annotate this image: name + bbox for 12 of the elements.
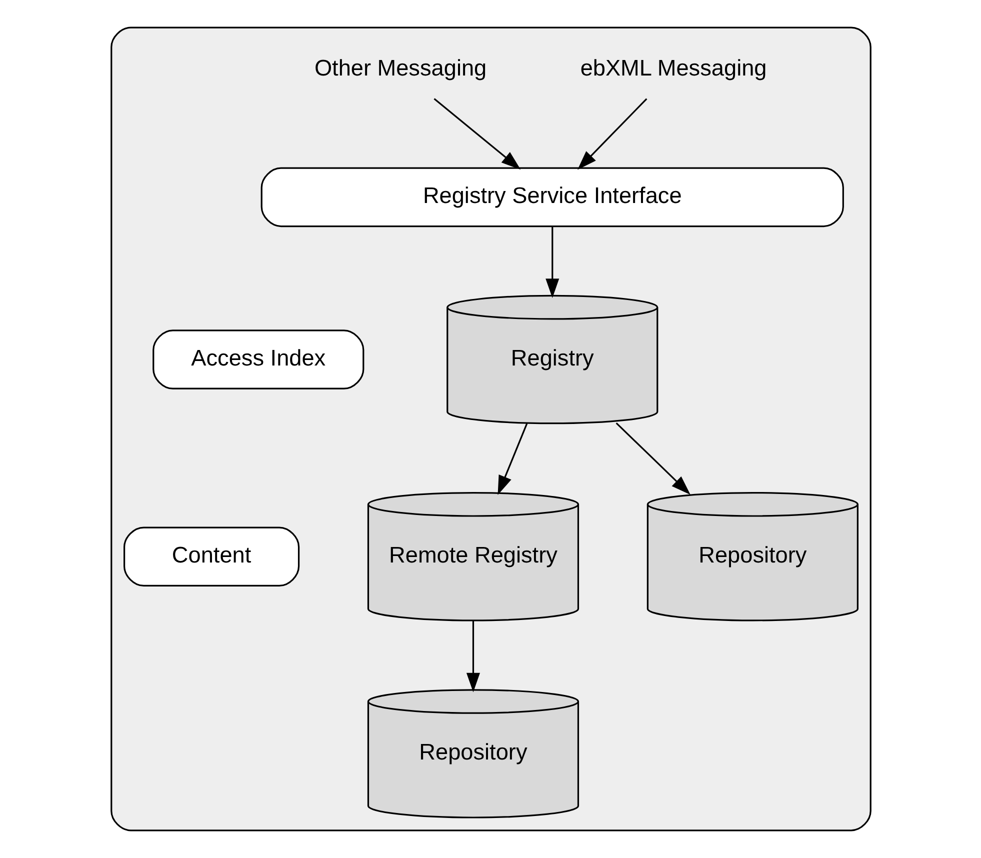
node-box: Access Index xyxy=(152,330,364,390)
node-box: Registry Service Interface xyxy=(260,167,844,228)
arrow xyxy=(545,226,559,298)
arrow xyxy=(433,98,520,170)
cluster xyxy=(110,26,871,832)
node-text: ebXML Messaging xyxy=(580,56,766,81)
node-box: Content xyxy=(123,526,300,586)
arrow xyxy=(497,423,528,495)
arrow xyxy=(577,98,647,170)
node-text: Other Messaging xyxy=(314,56,486,81)
arrow xyxy=(466,620,480,692)
arrow xyxy=(615,422,690,495)
